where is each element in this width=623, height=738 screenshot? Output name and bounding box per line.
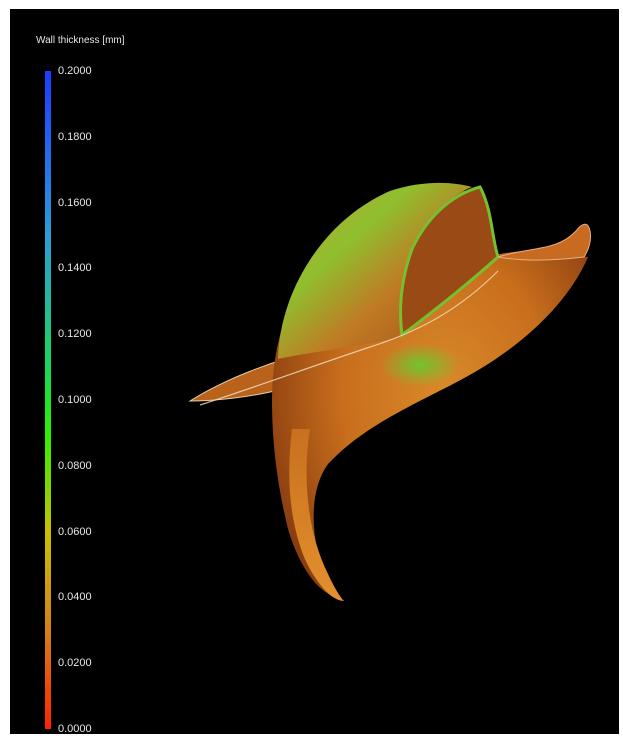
colorbar-tick-label: 0.0000 [58,723,92,734]
model-right-fin [497,223,591,261]
colorbar-tick-label: 0.1000 [58,394,92,406]
model-thin-region [380,343,460,387]
colorbar-tick-label: 0.1400 [58,262,92,275]
colorbar-tick-label: 0.0800 [58,459,92,472]
viewer-frame: Wall thickness [mm] 0.2000 0.1800 0.1600 0.… [10,9,619,734]
model-tail [289,429,344,601]
colorbar-tick-label: 0.2000 [58,65,92,77]
3d-model-viewport[interactable] [10,9,619,734]
colorbar-tick-label: 0.1600 [58,196,92,209]
colorbar-tick-label: 0.1800 [58,130,92,143]
legend-title: Wall thickness [mm] [36,35,125,46]
model-seam [199,270,499,406]
model-cavity [399,185,500,338]
colorbar-tick-label: 0.0200 [58,657,92,670]
colorbar [45,71,51,729]
colorbar-tick-label: 0.0400 [58,591,92,604]
colorbar-tick-label: 0.1200 [58,328,92,341]
colorbar-tick-label: 0.0600 [58,525,92,538]
